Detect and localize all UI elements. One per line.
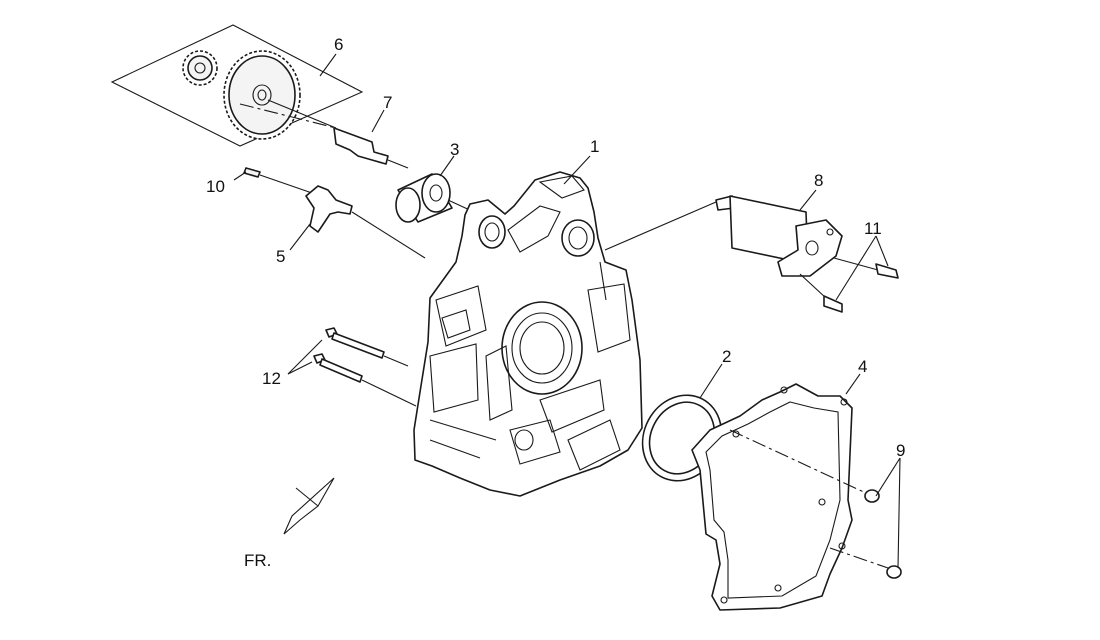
long-bolts-part-12 (313, 327, 417, 407)
gear-set-part-6 (110, 24, 364, 147)
small-bolts-part-11 (823, 263, 899, 313)
gear-set-frame (110, 24, 364, 147)
callout-3: 3 (450, 140, 459, 159)
crankcase-part-1 (413, 171, 643, 497)
screws-part-9 (864, 489, 902, 579)
small-gear (182, 50, 218, 86)
callout-leaders (233, 53, 901, 569)
assembly-axis-line (239, 103, 337, 129)
front-direction-label: FR. (244, 551, 271, 570)
callout-5: 5 (276, 247, 285, 266)
callout-8: 8 (814, 171, 823, 190)
bearing-part-3 (395, 173, 475, 223)
starter-motor-part-8 (604, 195, 879, 299)
plate-part-5 (305, 185, 426, 259)
shaft-part-7 (267, 99, 409, 169)
large-gear (223, 50, 301, 140)
gasket-part-4 (691, 383, 889, 611)
front-direction-arrow-icon (283, 477, 335, 535)
callout-11: 11 (864, 219, 882, 238)
callout-12: 12 (262, 369, 281, 388)
callout-1: 1 (590, 137, 599, 156)
callout-9: 9 (896, 441, 905, 460)
callout-4: 4 (858, 357, 867, 376)
bolt-part-10 (243, 167, 313, 194)
callout-7: 7 (383, 93, 392, 112)
callout-6: 6 (334, 35, 343, 54)
callout-10: 10 (206, 177, 225, 196)
callout-2: 2 (722, 347, 731, 366)
